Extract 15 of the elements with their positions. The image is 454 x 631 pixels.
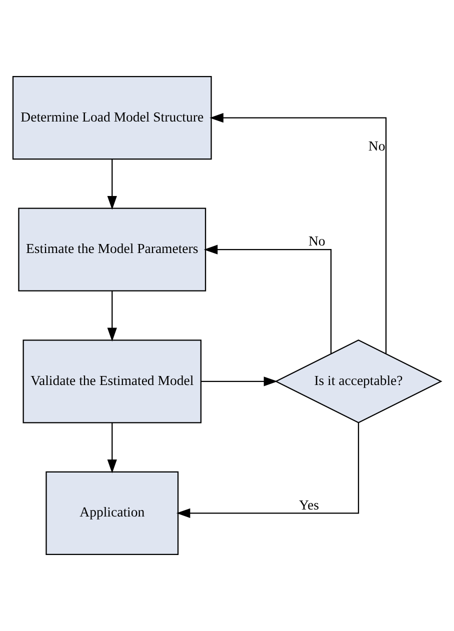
arrow bbox=[107, 159, 117, 210]
arrow bbox=[201, 376, 278, 386]
node-box: Estimate the Model Parameters bbox=[18, 208, 206, 292]
edge-label: No bbox=[308, 234, 326, 249]
edge-label: Yes bbox=[298, 497, 319, 512]
arrow bbox=[107, 422, 117, 474]
arrow bbox=[176, 422, 360, 518]
node-diamond: Is it acceptable? bbox=[274, 340, 442, 424]
arrow bbox=[210, 113, 387, 354]
arrow bbox=[107, 290, 117, 342]
arrow bbox=[204, 244, 332, 354]
node-box: Validate the Estimated Model bbox=[22, 340, 202, 424]
node-box: Determine Load Model Structure bbox=[12, 76, 212, 160]
edge-label: No bbox=[368, 138, 386, 154]
node-box: Application bbox=[46, 471, 179, 555]
